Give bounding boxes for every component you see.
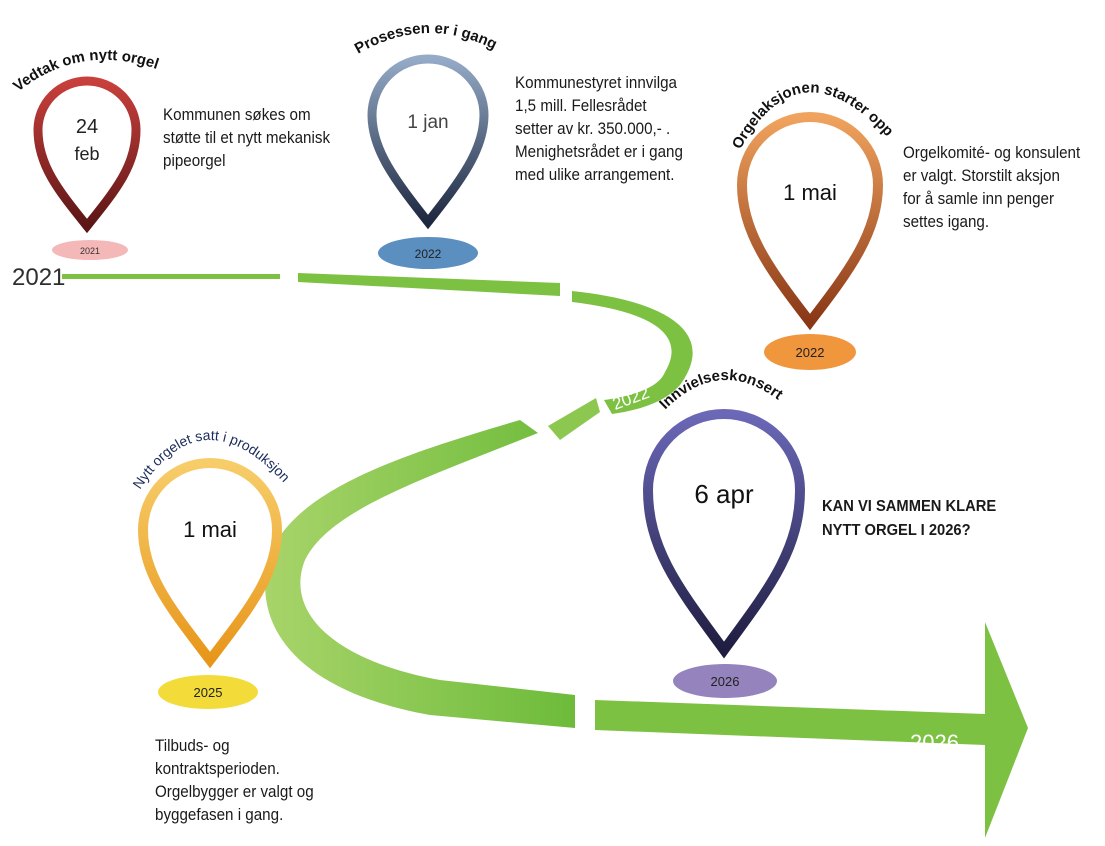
description-vedtak: Kommunen søkes om støtte til et nytt mek… [163, 106, 331, 170]
description-orgelaksjonen: Orgelkomité- og konsulent er valgt. Stor… [903, 144, 1081, 231]
milestone-innvielse: 2026 6 apr Innvielseskonsert [642, 367, 806, 698]
pin-date: 1 jan [407, 112, 448, 133]
pin-date: 1 mai [783, 180, 837, 205]
year-badge-label: 2025 [194, 685, 223, 700]
milestone-prosessen: 2022 1 jan Prosessen er i gang [352, 20, 500, 269]
location-pin-icon [736, 112, 884, 331]
description-produksjon: Tilbuds- og kontraktsperioden. Orgelbygg… [155, 737, 314, 824]
year-badge-label: 2022 [415, 247, 442, 261]
location-pin-icon [137, 458, 283, 669]
pin-date-line2: feb [74, 144, 99, 164]
milestone-vedtak: 2021 24 feb Vedtak om nytt orgel [10, 47, 161, 260]
milestone-title: Vedtak om nytt orgel [10, 47, 161, 95]
location-pin-icon [367, 54, 489, 230]
timeline-start-label: 2021 [12, 264, 65, 291]
year-badge-label: 2026 [711, 674, 740, 689]
year-badge [158, 675, 258, 709]
pin-date: 24 [76, 116, 98, 138]
description-innvielse: KAN VI SAMMEN KLARE NYTT ORGEL I 2026? [822, 498, 997, 539]
year-badge [378, 237, 478, 269]
timeline-end-label: 2026 [910, 730, 959, 755]
timeline-ribbon [62, 273, 1028, 838]
pin-date: 6 apr [694, 479, 754, 509]
milestone-orgelaksjonen: 2022 1 mai Orgelaksjonen starter opp [729, 79, 897, 370]
location-pin-icon [642, 409, 806, 659]
year-badge-label: 2021 [80, 246, 100, 256]
milestone-title: Prosessen er i gang [352, 20, 500, 57]
location-pin-icon [33, 76, 141, 234]
year-badge [673, 664, 777, 698]
year-badge [764, 334, 856, 370]
year-badge-label: 2022 [796, 345, 825, 360]
milestone-produksjon: 2025 1 mai Nytt orgelet satt i produksjo… [129, 427, 293, 709]
pin-date: 1 mai [183, 517, 237, 542]
description-prosessen: Kommunestyret innvilga 1,5 mill. Fellesr… [515, 74, 683, 184]
year-badge [52, 240, 128, 260]
